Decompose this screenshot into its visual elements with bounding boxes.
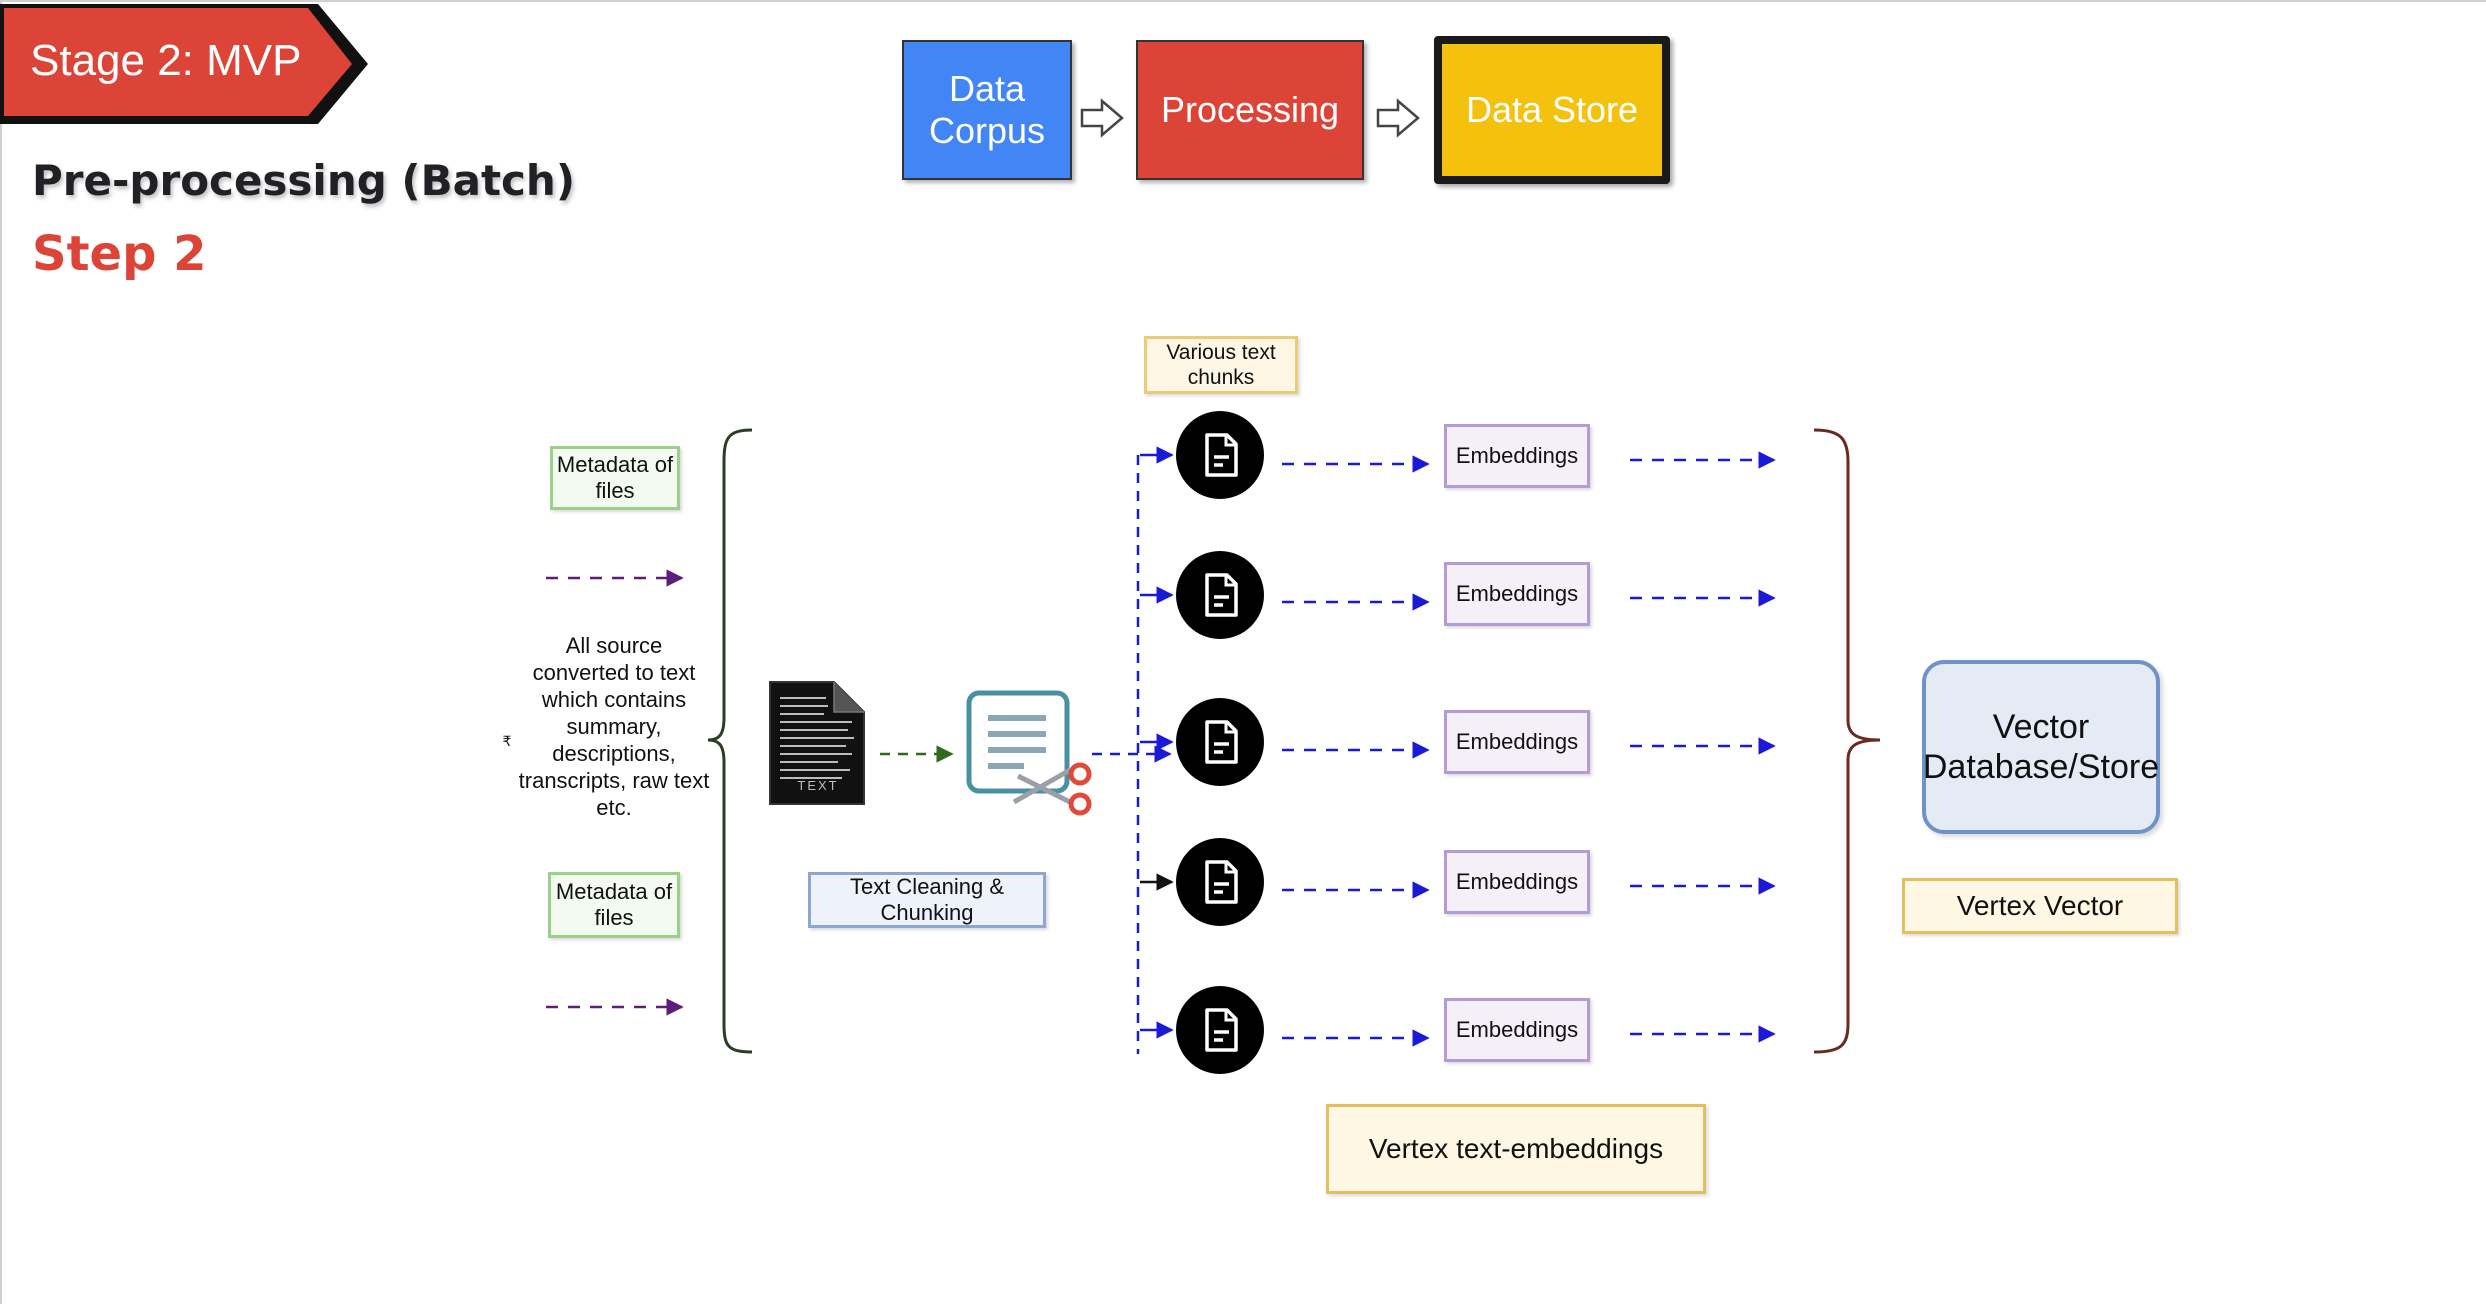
chunk-document-icon [1176, 986, 1264, 1074]
vector-database-box: Vector Database/Store [1922, 660, 2160, 834]
vertex-embeddings-label: Vertex text-embeddings [1326, 1104, 1706, 1194]
small-mark: ₹ [502, 733, 512, 749]
chunk-document-icon [1176, 838, 1264, 926]
pipeline-box-data-corpus [902, 40, 1072, 180]
text-file-icon-label: TEXT [797, 778, 839, 793]
embeddings-box: Embeddings [1444, 424, 1590, 488]
embeddings-box: Embeddings [1444, 850, 1590, 914]
pipeline-label-data-store: Data Store [1465, 89, 1639, 130]
various-chunks-label: Various text chunks [1144, 336, 1298, 394]
vertex-vector-label: Vertex Vector [1902, 878, 2178, 934]
embeddings-box: Embeddings [1444, 998, 1590, 1062]
slide-left-border [0, 0, 2, 1304]
embeddings-box: Embeddings [1444, 562, 1590, 626]
embeddings-box: Embeddings [1444, 710, 1590, 774]
chunk-row-connectors [1140, 446, 1776, 1047]
pipeline-label-processing: Processing [1160, 89, 1340, 130]
right-brace [1813, 428, 1881, 1054]
chunk-document-icon [1176, 698, 1264, 786]
pipeline-box-data-store [1434, 36, 1670, 184]
text-file-icon [769, 681, 865, 805]
pipeline-box-processing [1136, 40, 1364, 180]
metadata-box-bottom: Metadata of files [548, 872, 680, 938]
page-title: Pre-processing (Batch) [32, 156, 576, 205]
stage-banner [0, 4, 368, 124]
step-heading: Step 2 [32, 226, 207, 282]
chunk-document-icon [1176, 551, 1264, 639]
pipeline-arrow-1 [1080, 98, 1124, 138]
chunk-document-icon [1176, 411, 1264, 499]
metadata-box-top: Metadata of files [550, 446, 680, 510]
left-brace [707, 428, 753, 1054]
source-description: All source converted to text which conta… [518, 633, 710, 820]
text-cleaning-label: Text Cleaning & Chunking [808, 872, 1046, 928]
slide-top-border [0, 0, 2486, 2]
stage-label: Stage 2: MVP [30, 36, 302, 85]
text-cleaning-icon [966, 690, 1092, 816]
pipeline-arrow-2 [1376, 98, 1420, 138]
